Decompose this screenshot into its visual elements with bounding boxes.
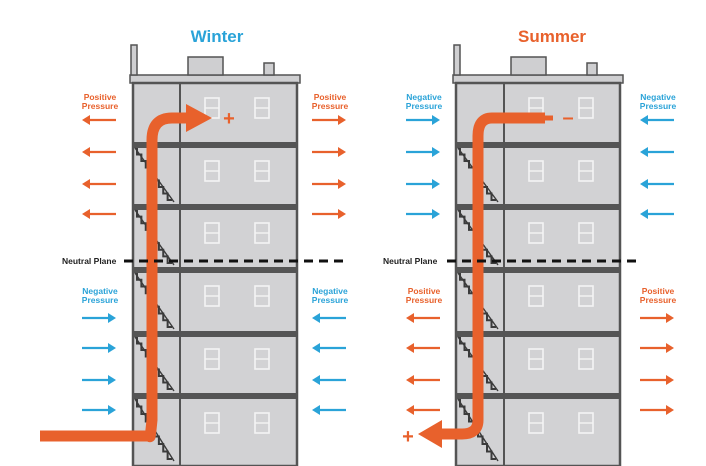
summer-roof-vent <box>586 62 598 76</box>
summer-panel: Summer Negative Pressure Negative Pressu… <box>383 27 676 466</box>
winter-lower-left-label-line2: Pressure <box>82 295 119 305</box>
winter-stack-airflow-curved-arrow-icon <box>40 112 188 443</box>
winter-floor-slab <box>133 331 297 337</box>
winter-upper-right-arrow-icon <box>338 147 346 157</box>
winter-floor-slab <box>133 142 297 148</box>
winter-lower-left-arrow-icon <box>108 313 116 323</box>
summer-upper-left-arrow-icon <box>432 147 440 157</box>
summer-lower-right-arrow-icon <box>666 375 674 385</box>
winter-floor-slab <box>133 204 297 210</box>
summer-upper-right-label-line1: Negative <box>640 92 676 102</box>
summer-bottom-sign: + <box>402 426 414 448</box>
summer-pressure-arrows <box>406 115 674 415</box>
winter-floor-slab <box>133 267 297 273</box>
summer-neutral-plane-label: Neutral Plane <box>383 256 438 266</box>
winter-panel: Winter Positive Pressure Positive Pressu… <box>40 27 348 466</box>
summer-lower-left-label-line1: Positive <box>408 286 441 296</box>
winter-airflow-arrowhead-arrow-icon <box>186 104 212 132</box>
winter-neutral-plane-label: Neutral Plane <box>62 256 117 266</box>
winter-top-sign: + <box>223 108 235 130</box>
winter-lower-left-arrow-icon <box>108 405 116 415</box>
summer-lower-left-arrow-icon <box>406 343 414 353</box>
winter-upper-right-arrow-icon <box>338 115 346 125</box>
winter-upper-right-arrow-icon <box>338 209 346 219</box>
summer-floor-slab <box>456 142 620 148</box>
summer-upper-left-arrow-icon <box>432 179 440 189</box>
winter-facade <box>131 81 299 466</box>
winter-pressure-arrows <box>82 115 346 415</box>
winter-lower-left-label-line1: Negative <box>82 286 118 296</box>
winter-upper-right-label-line1: Positive <box>314 92 347 102</box>
winter-bottom-sign: – <box>57 425 68 447</box>
summer-upper-left-label-line2: Pressure <box>406 101 443 111</box>
winter-upper-right-label-line2: Pressure <box>312 101 349 111</box>
winter-upper-left-arrow-icon <box>82 115 90 125</box>
summer-airflow-arrowhead-arrow-icon <box>418 420 442 448</box>
winter-upper-right-arrow-icon <box>338 179 346 189</box>
summer-upper-left-arrow-icon <box>432 115 440 125</box>
summer-top-sign: – <box>562 107 573 129</box>
winter-lower-right-arrow-icon <box>312 375 320 385</box>
summer-lower-right-arrow-icon <box>666 405 674 415</box>
winter-upper-left-label-line1: Positive <box>84 92 117 102</box>
summer-lower-left-label-line2: Pressure <box>406 295 443 305</box>
summer-upper-right-label-line2: Pressure <box>640 101 677 111</box>
summer-floor-slab <box>456 204 620 210</box>
summer-upper-right-arrow-icon <box>640 147 648 157</box>
summer-stack-airflow-curved-arrow-icon <box>440 112 545 440</box>
summer-floor-slab <box>456 267 620 273</box>
summer-upper-right-arrow-icon <box>640 179 648 189</box>
summer-floor-slab <box>456 393 620 399</box>
winter-lower-right-label-line1: Negative <box>312 286 348 296</box>
summer-lower-left-arrow-icon <box>406 405 414 415</box>
summer-lower-right-arrow-icon <box>666 343 674 353</box>
winter-building <box>40 44 301 466</box>
summer-lower-right-arrow-icon <box>666 313 674 323</box>
winter-lower-right-arrow-icon <box>312 405 320 415</box>
winter-chimney <box>130 44 138 76</box>
winter-lower-left-arrow-icon <box>108 375 116 385</box>
winter-upper-left-arrow-icon <box>82 209 90 219</box>
summer-lower-right-label-line1: Positive <box>642 286 675 296</box>
winter-title: Winter <box>191 27 244 46</box>
winter-upper-left-label-line2: Pressure <box>82 101 119 111</box>
summer-upper-left-label-line1: Negative <box>406 92 442 102</box>
summer-upper-left-arrow-icon <box>432 209 440 219</box>
summer-building <box>418 44 624 466</box>
winter-floor-slab <box>133 393 297 399</box>
summer-upper-right-arrow-icon <box>640 115 648 125</box>
winter-lower-left-arrow-icon <box>108 343 116 353</box>
summer-roof-unit <box>510 56 547 76</box>
winter-lower-right-label-line2: Pressure <box>312 295 349 305</box>
summer-lower-left-arrow-icon <box>406 375 414 385</box>
summer-lower-left-arrow-icon <box>406 313 414 323</box>
summer-chimney <box>453 44 461 76</box>
summer-floor-slab <box>456 331 620 337</box>
winter-roof-unit <box>187 56 224 76</box>
winter-roof-vent <box>263 62 275 76</box>
winter-lower-right-arrow-icon <box>312 313 320 323</box>
summer-upper-right-arrow-icon <box>640 209 648 219</box>
winter-upper-left-arrow-icon <box>82 147 90 157</box>
winter-upper-left-arrow-icon <box>82 179 90 189</box>
winter-lower-right-arrow-icon <box>312 343 320 353</box>
summer-title: Summer <box>518 27 586 46</box>
summer-lower-right-label-line2: Pressure <box>640 295 677 305</box>
